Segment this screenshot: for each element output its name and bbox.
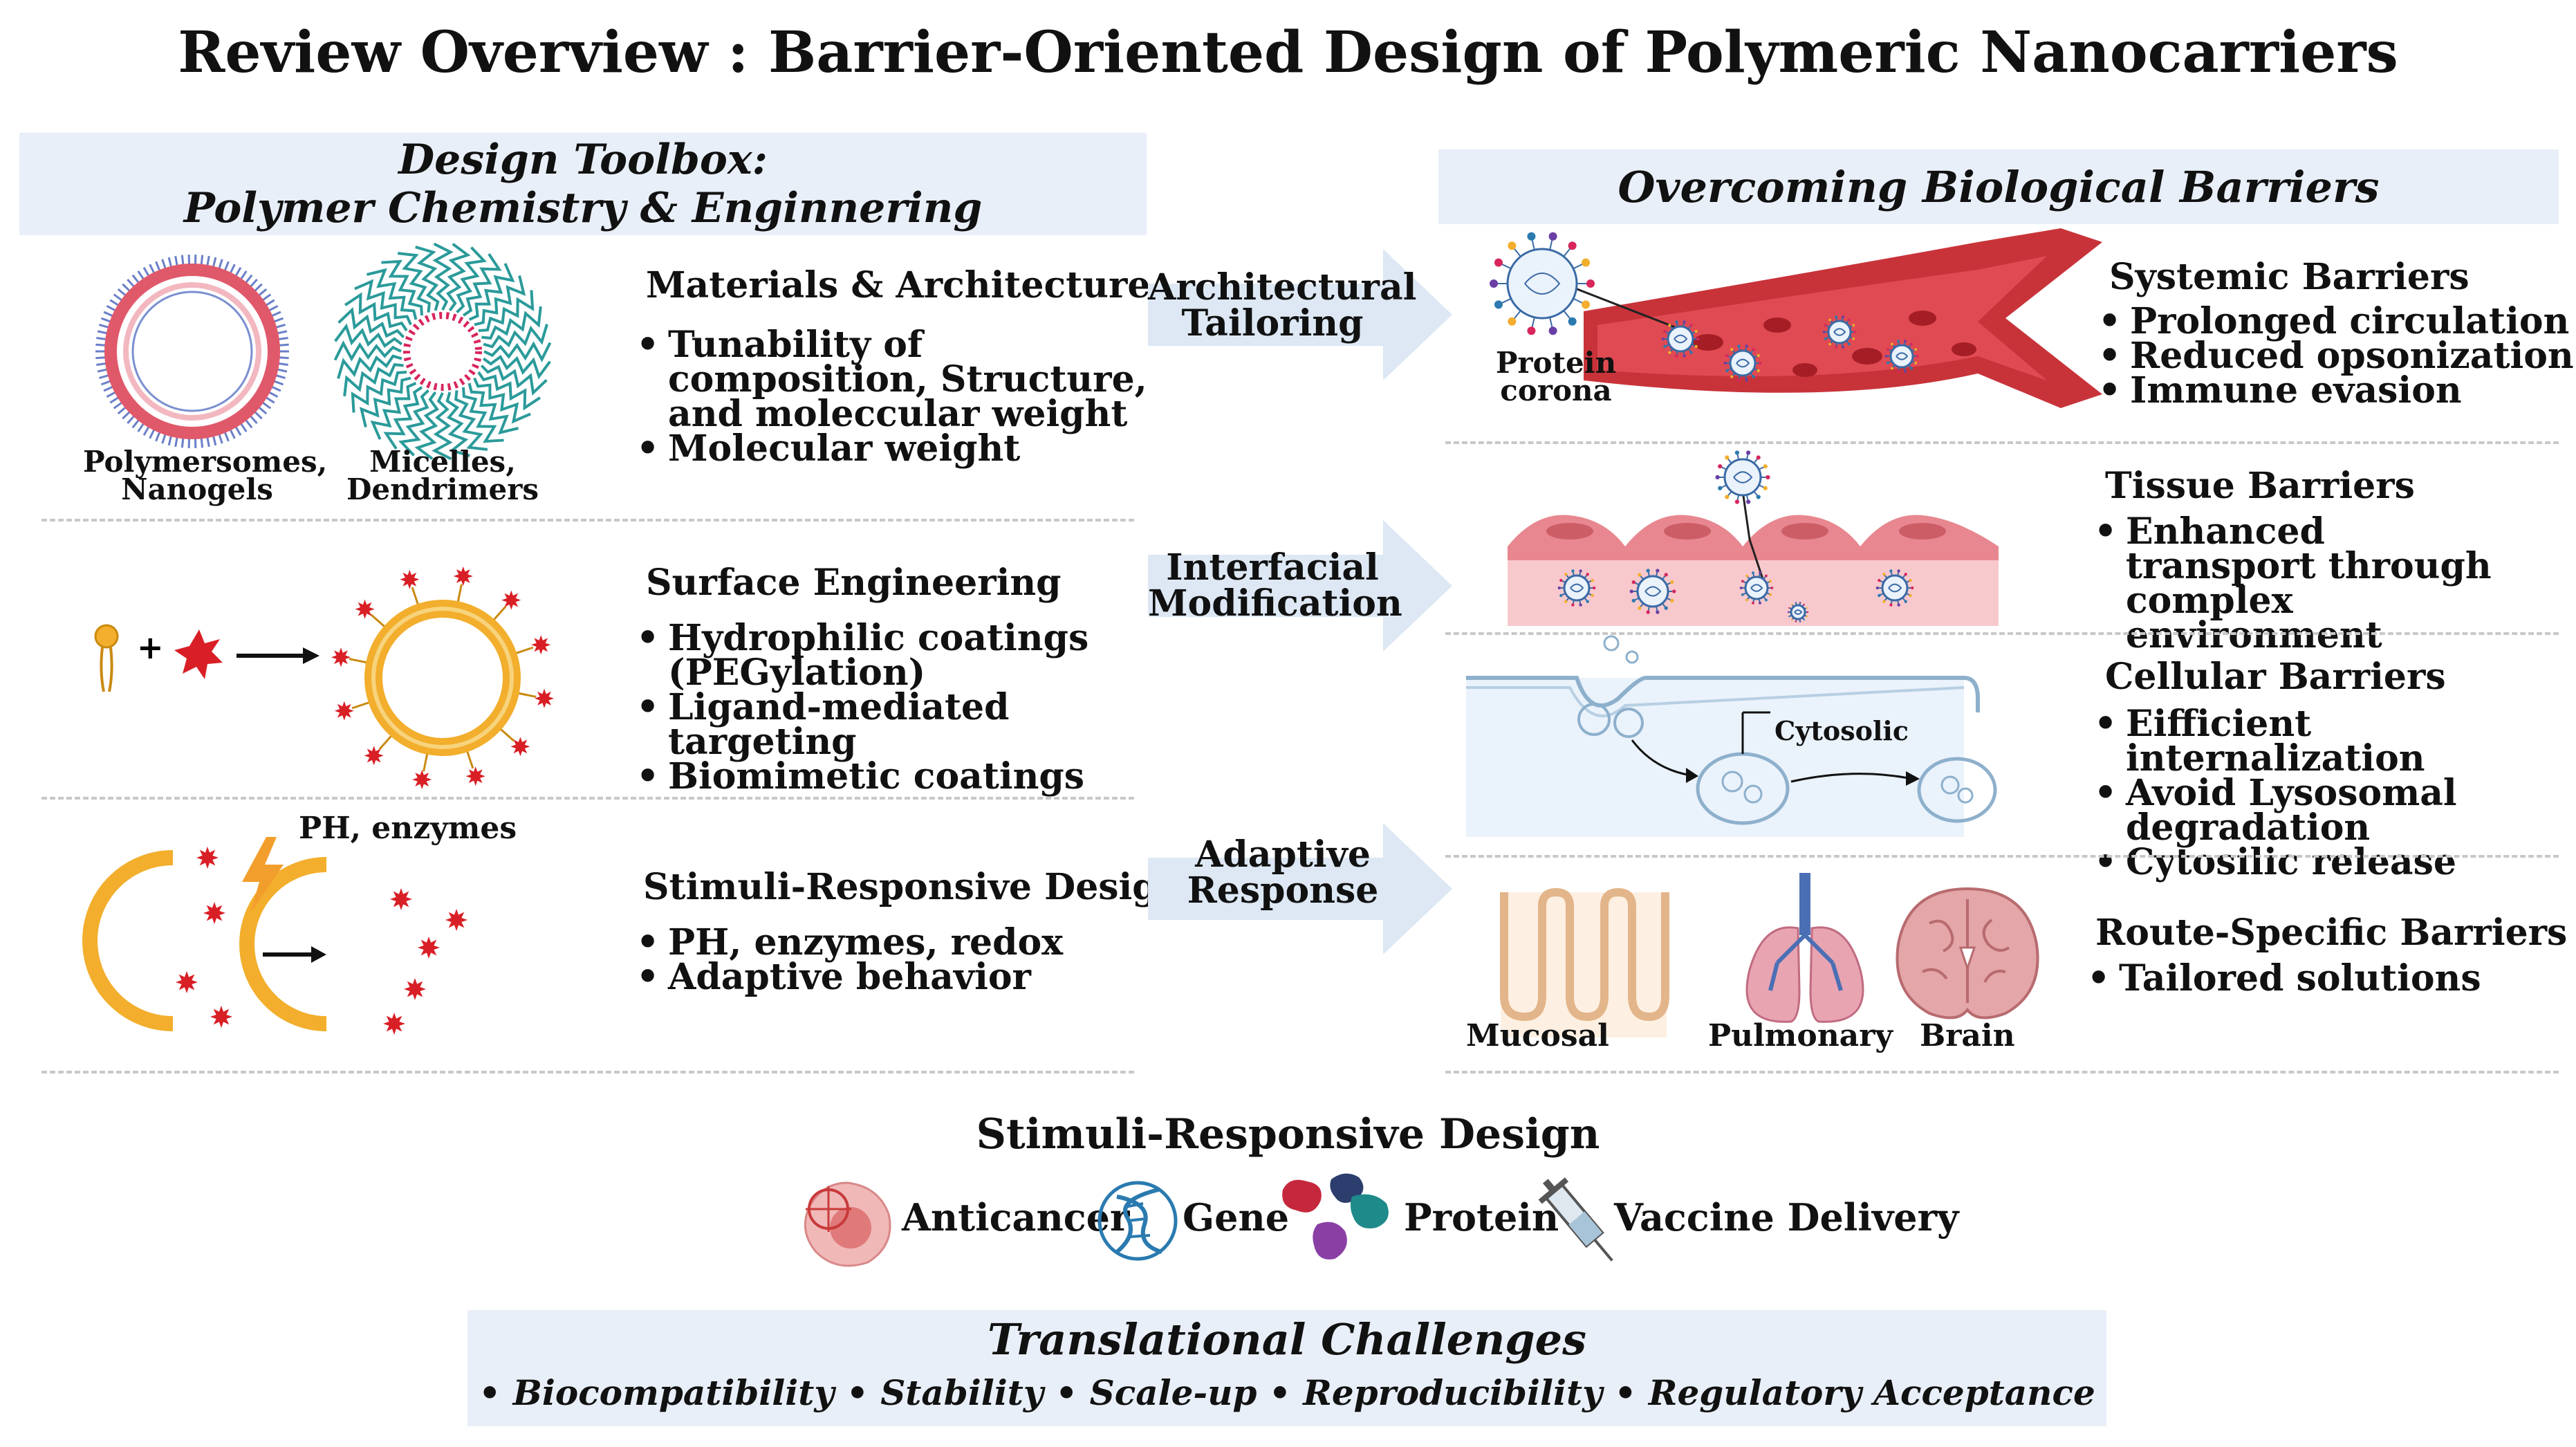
architectural-tailoring-label-line2: Tailoring xyxy=(1181,302,1364,344)
stimuli-trigger-label: PH, enzymes xyxy=(299,811,517,846)
materials-heading: Materials & Architecture xyxy=(646,264,1151,306)
polymersome-illustration xyxy=(95,255,289,448)
materials-bullets: Tunability of composition, Structure, an… xyxy=(625,327,1166,467)
route-heading: Route-Specific Barriers xyxy=(2095,912,2568,954)
route-label-brain: Brain xyxy=(1920,1018,2015,1053)
application-gene: Gene xyxy=(1183,1195,1290,1239)
plus-sign: + xyxy=(137,629,164,666)
adaptive-response-label-line1: Adaptive xyxy=(1195,833,1371,876)
stimuli-bullets: PH, enzymes, redox Adaptive behavior xyxy=(625,925,1166,995)
stimuli-release-illustration xyxy=(82,837,467,1035)
functionalized-vesicle-illustration xyxy=(331,566,555,790)
surface-reactants-illustration: + xyxy=(94,624,319,692)
adaptive-response-label-line2: Response xyxy=(1187,869,1379,912)
systemic-heading: Systemic Barriers xyxy=(2109,256,2470,298)
cellular-bullet: Cytosilic release xyxy=(2094,845,2576,881)
anticancer-icon xyxy=(804,1181,891,1267)
tissue-barrier-illustration xyxy=(1508,450,1999,626)
polymersomes-caption-line1: Polymersomes, xyxy=(83,445,328,479)
protein-icon xyxy=(1282,1173,1389,1260)
architectural-tailoring-label: Architectural Tailoring xyxy=(1148,266,1417,344)
cellular-heading: Cellular Barriers xyxy=(2105,656,2446,698)
route-bullet: Tailored solutions xyxy=(2087,961,2576,997)
interfacial-modification-label-line2: Modification xyxy=(1148,582,1402,625)
micelles-caption-line1: Micelles, xyxy=(369,445,516,479)
route-label-mucosal: Mucosal xyxy=(1466,1018,1609,1053)
vaccine-syringe-icon xyxy=(1538,1177,1613,1262)
adaptive-response-label: Adaptive Response xyxy=(1148,837,1418,909)
tissue-bullets: Enhanced transport through complex envir… xyxy=(2083,514,2499,654)
cellular-bullet: Avoid Lysosomal degradation xyxy=(2094,775,2576,846)
translational-challenges: • Biocompatibility • Stability • Scale-u… xyxy=(479,1372,2095,1413)
biological-barriers-header-text: Overcoming Biological Barriers xyxy=(1618,161,2380,212)
cytosolic-label: Cytosolic xyxy=(1775,715,1909,746)
surface-bullet: Ligand-mediated targeting xyxy=(636,690,1166,760)
lungs-illustration xyxy=(1745,873,1864,1023)
application-vaccine: Vaccine Delivery xyxy=(1614,1195,1959,1239)
systemic-bullet: Reduced opsonization xyxy=(2098,338,2576,374)
divider xyxy=(41,797,1134,800)
architectural-tailoring-label-line1: Architectural xyxy=(1148,266,1417,308)
divider xyxy=(41,519,1134,522)
mucosal-illustration xyxy=(1500,887,1669,1038)
route-bullets: Tailored solutions xyxy=(2076,961,2576,997)
divider xyxy=(1445,632,2559,635)
materials-bullet: Molecular weight xyxy=(636,431,1166,467)
tissue-heading: Tissue Barriers xyxy=(2105,465,2415,507)
translational-title: Translational Challenges xyxy=(987,1314,1587,1365)
cellular-bullets: Eifficient internalization Avoid Lysosom… xyxy=(2083,706,2576,881)
cellular-bullet: Eifficient internalization xyxy=(2094,706,2576,777)
stimuli-bullet: PH, enzymes, redox xyxy=(636,925,1166,961)
interfacial-modification-arrow xyxy=(1148,520,1452,652)
stimuli-heading: Stimuli-Responsive Design xyxy=(643,866,1184,908)
design-toolbox-header-line1: Design Toolbox: xyxy=(398,136,768,184)
protein-corona-particle xyxy=(1490,232,1595,335)
systemic-bullet: Prolonged circulation xyxy=(2098,304,2576,340)
cellular-uptake-illustration xyxy=(1466,635,1997,837)
architectural-tailoring-arrow xyxy=(1148,249,1452,380)
materials-bullet: Tunability of composition, Structure, an… xyxy=(636,327,1166,432)
polymersomes-caption: Polymersomes, Nanogels xyxy=(83,445,328,506)
protein-corona-caption-line2: corona xyxy=(1500,374,1612,407)
divider xyxy=(41,1071,1134,1073)
translational-band xyxy=(467,1310,2106,1426)
divider xyxy=(1445,1071,2559,1073)
micelles-caption: Micelles, Dendrimers xyxy=(332,448,553,504)
micelles-caption-line2: Dendrimers xyxy=(346,472,539,506)
gene-dna-icon xyxy=(1097,1181,1178,1261)
surface-bullet: Hydrophilic coatings (PEGylation) xyxy=(636,620,1166,691)
brain-illustration xyxy=(1896,887,2039,1020)
micelle-illustration xyxy=(333,242,552,461)
surface-bullet: Biomimetic coatings xyxy=(636,759,1166,795)
applications-title: Stimuli-Responsive Design xyxy=(976,1110,1600,1159)
divider xyxy=(1445,855,2559,858)
route-label-pulmonary: Pulmonary xyxy=(1708,1018,1893,1053)
divider xyxy=(1445,441,2559,444)
blood-vessel-illustration xyxy=(1562,228,2102,408)
surface-heading: Surface Engineering xyxy=(646,562,1062,604)
surface-bullets: Hydrophilic coatings (PEGylation) Ligand… xyxy=(625,620,1166,795)
design-toolbox-header-line2: Polymer Chemistry & Enginnering xyxy=(183,184,983,232)
application-protein: Protein xyxy=(1404,1195,1559,1239)
systemic-bullet: Immune evasion xyxy=(2098,373,2576,409)
protein-corona-caption-line1: Protein xyxy=(1495,346,1617,380)
interfacial-modification-label-line1: Interfacial xyxy=(1166,546,1379,589)
application-anticancer: Anticancer xyxy=(902,1195,1130,1239)
stimuli-bullet: Adaptive behavior xyxy=(636,959,1166,995)
tissue-bullet: Enhanced transport through complex envir… xyxy=(2094,514,2499,654)
polymersomes-caption-line2: Nanogels xyxy=(121,472,273,506)
adaptive-response-arrow xyxy=(1148,823,1452,955)
biological-barriers-header: Overcoming Biological Barriers xyxy=(1438,149,2559,224)
protein-corona-caption: Protein corona xyxy=(1487,349,1625,405)
design-toolbox-header: Design Toolbox: Polymer Chemistry & Engi… xyxy=(19,133,1147,235)
page-title: Review Overview : Barrier-Oriented Desig… xyxy=(178,19,2398,86)
systemic-bullets: Prolonged circulation Reduced opsonizati… xyxy=(2087,304,2576,409)
interfacial-modification-label: Interfacial Modification xyxy=(1148,546,1402,625)
